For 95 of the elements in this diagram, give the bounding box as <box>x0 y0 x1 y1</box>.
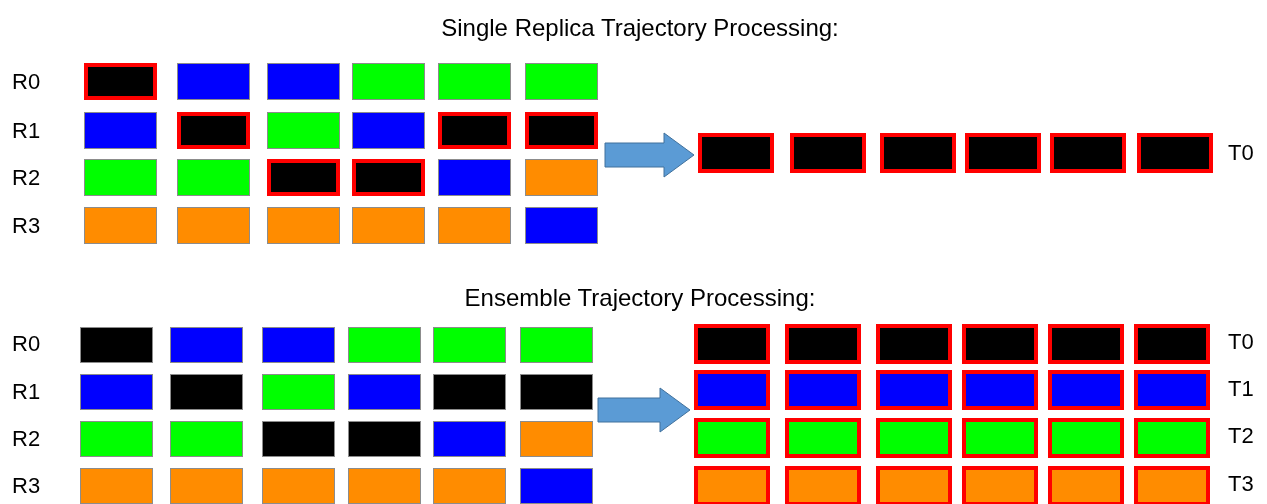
highlighted-frame-block <box>785 324 861 364</box>
highlighted-frame-block <box>962 370 1038 410</box>
frame-block <box>170 421 243 457</box>
frame-block <box>520 468 593 504</box>
highlighted-frame-block <box>876 418 952 458</box>
row-label: T0 <box>1228 331 1254 353</box>
frame-block <box>348 468 421 504</box>
row-label: R1 <box>12 381 41 403</box>
row-label: R2 <box>12 167 41 189</box>
frame-block <box>80 327 153 363</box>
frame-block <box>80 468 153 504</box>
highlighted-frame-block <box>694 466 770 504</box>
frame-block <box>348 327 421 363</box>
highlighted-frame-block <box>962 466 1038 504</box>
frame-block <box>525 207 598 244</box>
frame-block <box>84 112 157 149</box>
frame-block <box>438 63 511 100</box>
frame-block <box>262 374 335 410</box>
frame-block <box>438 207 511 244</box>
frame-block <box>267 63 340 100</box>
frame-block <box>170 327 243 363</box>
row-label: T3 <box>1228 473 1254 495</box>
frame-block <box>525 63 598 100</box>
section-heading: Single Replica Trajectory Processing: <box>441 16 839 40</box>
row-label: R0 <box>12 71 41 93</box>
highlighted-frame-block <box>352 159 425 196</box>
frame-block <box>433 374 506 410</box>
frame-block <box>520 374 593 410</box>
frame-block <box>262 327 335 363</box>
frame-block <box>267 207 340 244</box>
highlighted-frame-block <box>965 133 1041 173</box>
frame-block <box>348 421 421 457</box>
highlighted-frame-block <box>84 63 157 100</box>
row-label: T1 <box>1228 378 1254 400</box>
frame-block <box>352 63 425 100</box>
frame-block <box>84 159 157 196</box>
frame-block <box>262 468 335 504</box>
highlighted-frame-block <box>880 133 956 173</box>
row-label: T0 <box>1228 142 1254 164</box>
highlighted-frame-block <box>1048 466 1124 504</box>
highlighted-frame-block <box>694 324 770 364</box>
highlighted-frame-block <box>1134 418 1210 458</box>
highlighted-frame-block <box>790 133 866 173</box>
frame-block <box>352 112 425 149</box>
frame-block <box>84 207 157 244</box>
highlighted-frame-block <box>694 418 770 458</box>
highlighted-frame-block <box>876 466 952 504</box>
frame-block <box>80 421 153 457</box>
frame-block <box>433 421 506 457</box>
highlighted-frame-block <box>785 466 861 504</box>
frame-block <box>177 207 250 244</box>
row-label: R1 <box>12 120 41 142</box>
highlighted-frame-block <box>962 418 1038 458</box>
highlighted-frame-block <box>1050 133 1126 173</box>
frame-block <box>433 327 506 363</box>
frame-block <box>438 159 511 196</box>
row-label: R2 <box>12 428 41 450</box>
frame-block <box>262 421 335 457</box>
highlighted-frame-block <box>267 159 340 196</box>
block-arrow <box>604 132 695 178</box>
highlighted-frame-block <box>876 324 952 364</box>
frame-block <box>170 468 243 504</box>
frame-block <box>352 207 425 244</box>
highlighted-frame-block <box>525 112 598 149</box>
highlighted-frame-block <box>1137 133 1213 173</box>
highlighted-frame-block <box>962 324 1038 364</box>
highlighted-frame-block <box>698 133 774 173</box>
frame-block <box>267 112 340 149</box>
highlighted-frame-block <box>876 370 952 410</box>
section-heading: Ensemble Trajectory Processing: <box>464 286 816 310</box>
row-label: R3 <box>12 475 41 497</box>
frame-block <box>525 159 598 196</box>
frame-block <box>177 63 250 100</box>
frame-block <box>177 159 250 196</box>
highlighted-frame-block <box>694 370 770 410</box>
highlighted-frame-block <box>1134 466 1210 504</box>
row-label: T2 <box>1228 425 1254 447</box>
frame-block <box>170 374 243 410</box>
row-label: R3 <box>12 215 41 237</box>
highlighted-frame-block <box>785 370 861 410</box>
frame-block <box>348 374 421 410</box>
frame-block <box>433 468 506 504</box>
row-label: R0 <box>12 333 41 355</box>
frame-block <box>520 421 593 457</box>
frame-block <box>80 374 153 410</box>
highlighted-frame-block <box>1048 370 1124 410</box>
highlighted-frame-block <box>1134 370 1210 410</box>
highlighted-frame-block <box>785 418 861 458</box>
highlighted-frame-block <box>1134 324 1210 364</box>
highlighted-frame-block <box>1048 324 1124 364</box>
highlighted-frame-block <box>177 112 250 149</box>
highlighted-frame-block <box>1048 418 1124 458</box>
highlighted-frame-block <box>438 112 511 149</box>
block-arrow <box>597 387 691 433</box>
frame-block <box>520 327 593 363</box>
